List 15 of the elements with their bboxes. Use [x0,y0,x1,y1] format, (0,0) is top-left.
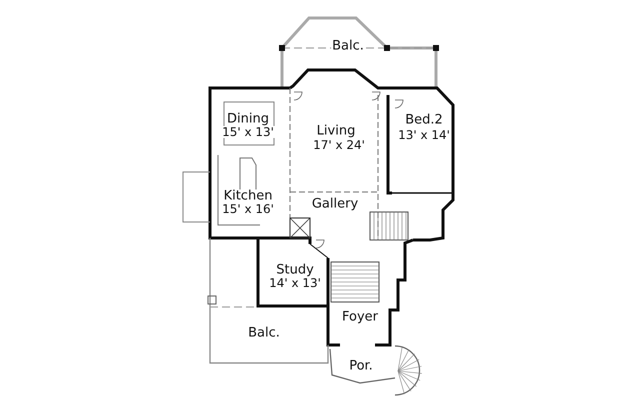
room-dimensions: 15' x 16' [221,203,275,215]
room-name: Kitchen [222,190,274,202]
room-name: Foyer [341,310,379,324]
room-name: Bed.2 [404,114,444,126]
room-dimensions: 14' x 13' [268,277,322,289]
room-name: Por. [348,360,374,372]
room-name: Dining [226,112,270,126]
room-dimensions: 15' x 13' [221,126,275,138]
room-name: Balc. [247,326,281,340]
room-name: Living [316,124,356,138]
room-name: Balc. [331,40,365,52]
room-dimensions: 13' x 14' [397,129,451,141]
room-name: Study [275,264,315,276]
room-name: Gallery [310,198,360,210]
room-dimensions: 17' x 24' [312,139,366,151]
